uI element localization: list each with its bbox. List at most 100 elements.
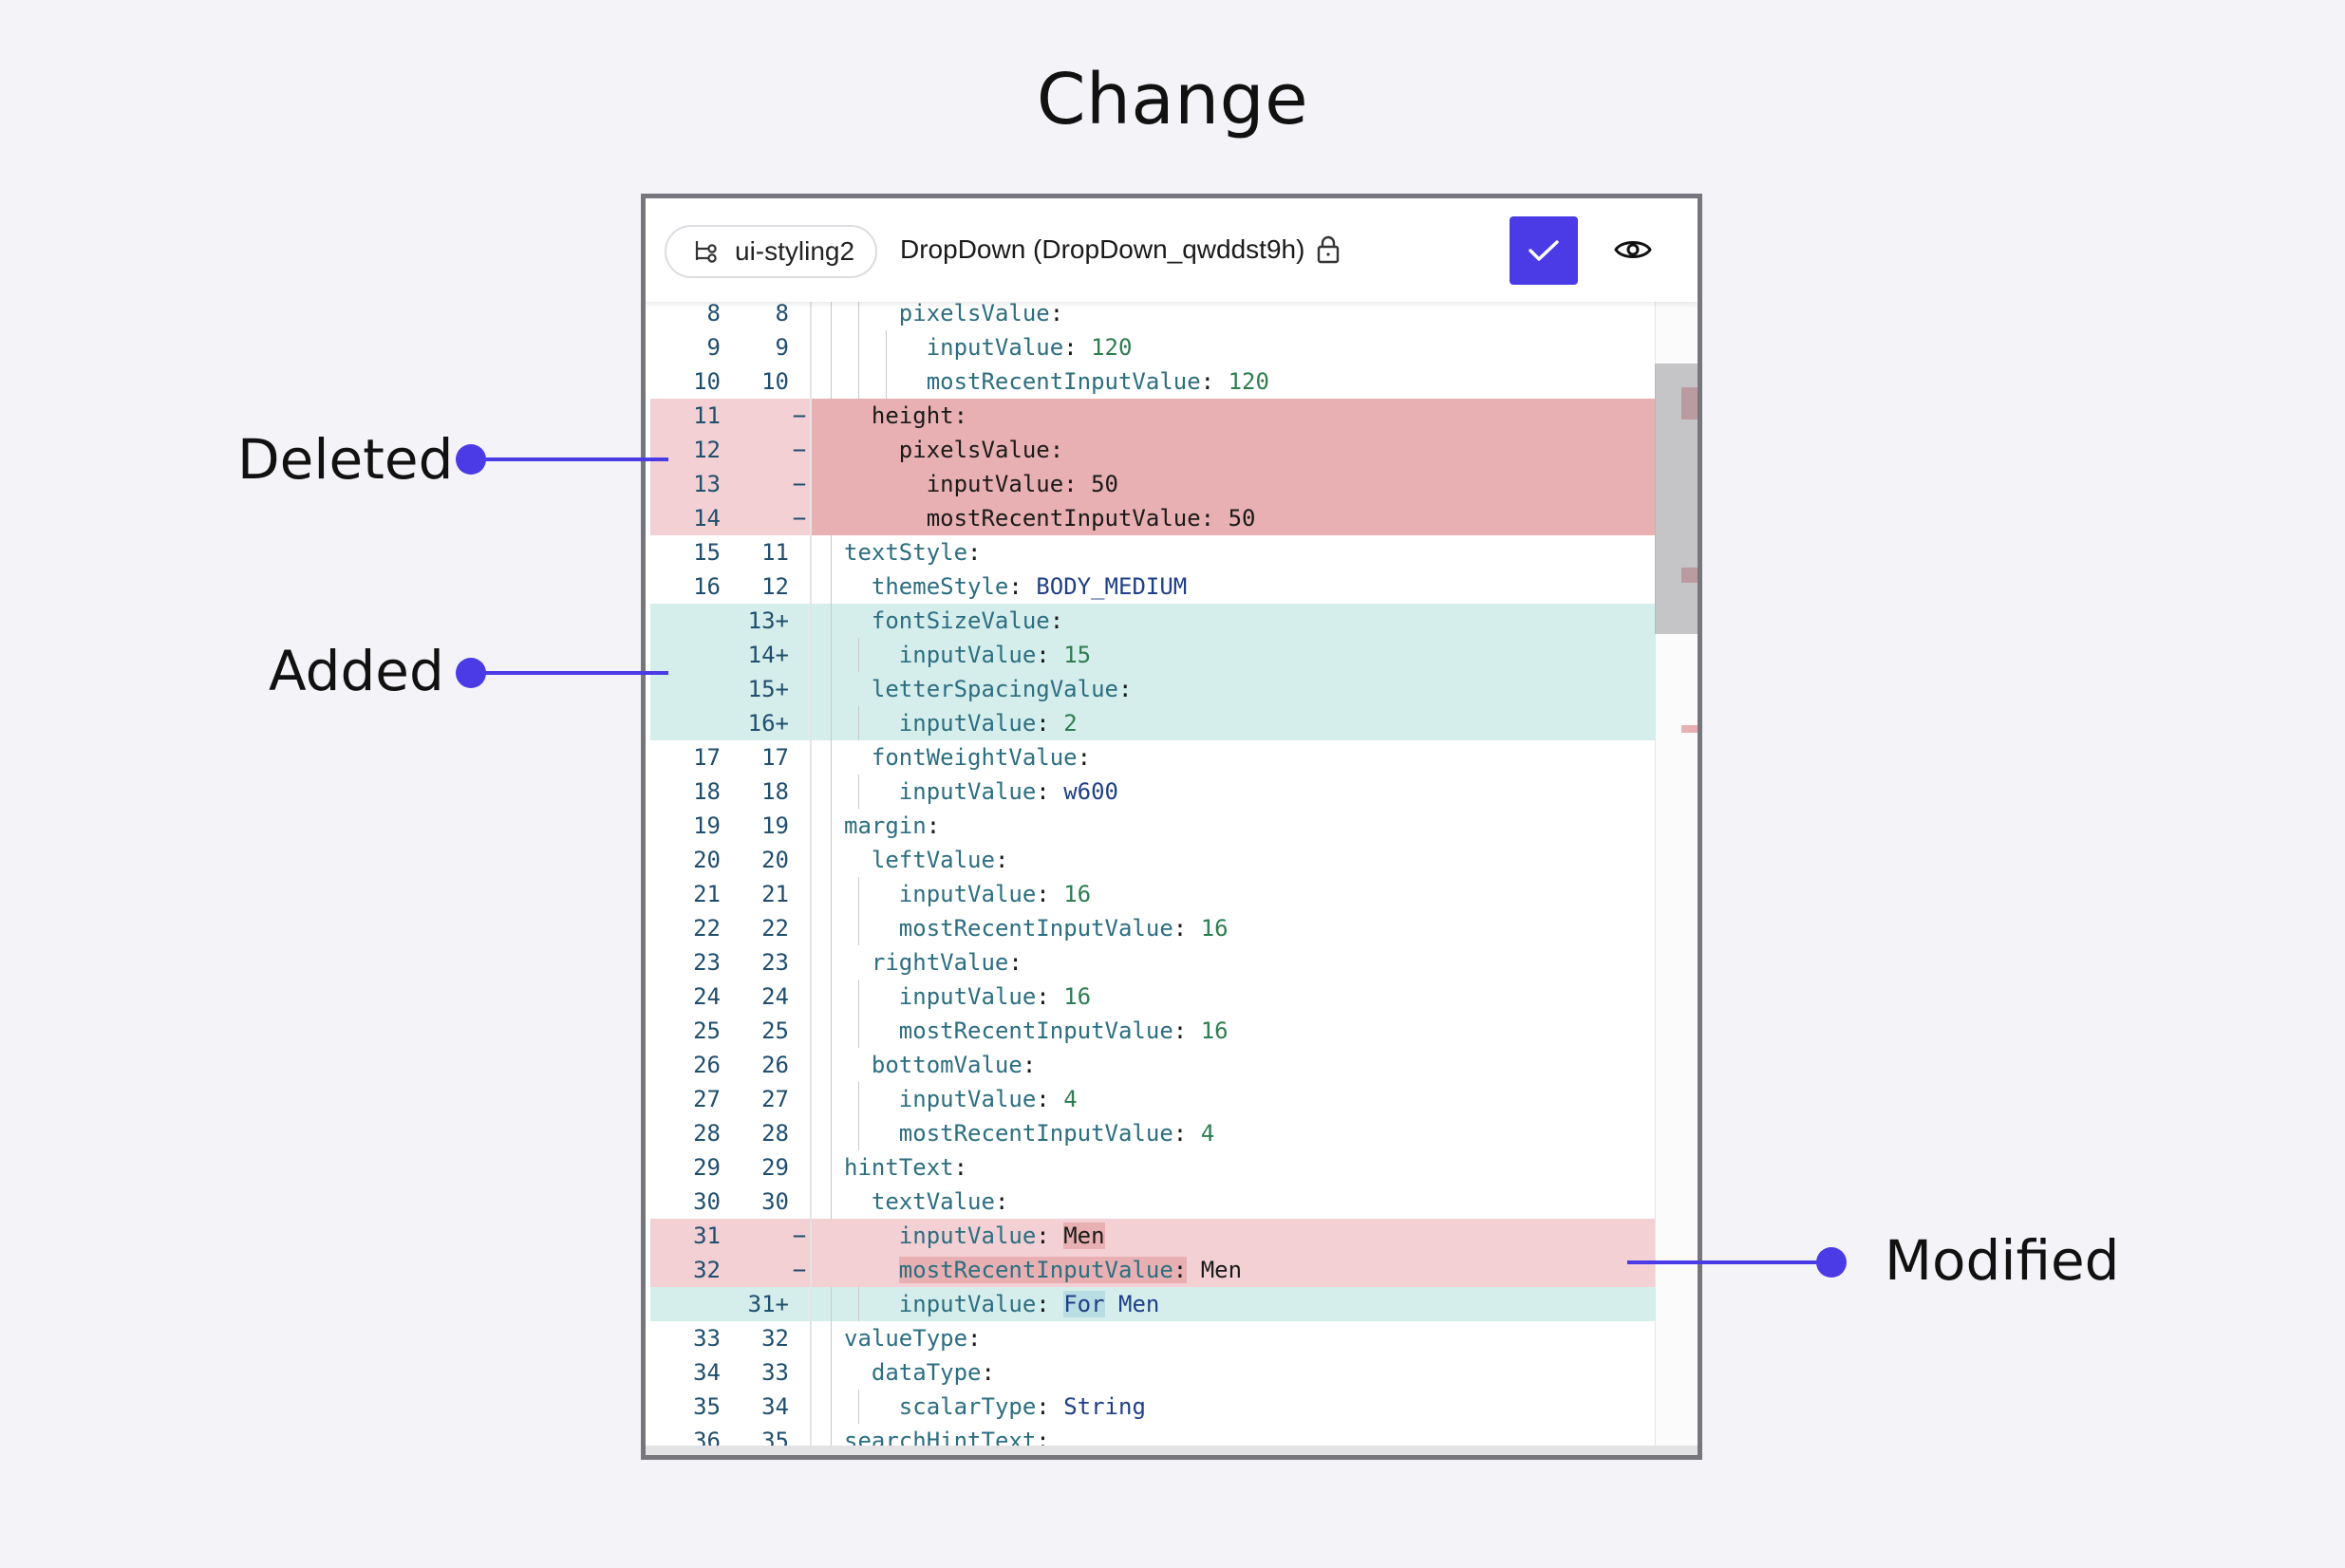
indent-guide bbox=[857, 302, 859, 330]
old-line-number: 19 bbox=[693, 812, 721, 839]
indent-guide bbox=[857, 1390, 859, 1424]
old-line-number: 35 bbox=[693, 1393, 721, 1420]
diff-line[interactable]: 11−height: bbox=[650, 399, 1655, 433]
yaml-colon: : bbox=[1117, 676, 1133, 702]
branch-icon bbox=[695, 241, 717, 263]
diff-line[interactable]: 13+fontSizeValue: bbox=[650, 604, 1655, 638]
diff-line[interactable]: 31+ inputValue: For Men bbox=[650, 1287, 1655, 1321]
diff-line[interactable]: 14+inputValue: 15 bbox=[650, 638, 1655, 672]
horizontal-scrollbar[interactable] bbox=[646, 1446, 1698, 1455]
diff-line[interactable]: 12−pixelsValue: bbox=[650, 433, 1655, 467]
gutter-separator bbox=[810, 604, 812, 638]
yaml-key: inputValue bbox=[898, 642, 1037, 668]
yaml-colon: : bbox=[1063, 334, 1078, 361]
indent-guide bbox=[831, 302, 832, 330]
line-content: margin: bbox=[812, 809, 1655, 843]
diff-line[interactable]: 14−mostRecentInputValue: 50 bbox=[650, 501, 1655, 535]
line-content: mostRecentInputValue: 50 bbox=[812, 501, 1655, 535]
yaml-value: 16 bbox=[1063, 881, 1092, 907]
minimap-scroll-thumb[interactable] bbox=[1655, 364, 1698, 634]
yaml-key: mostRecentInputValue bbox=[898, 1017, 1173, 1044]
old-line-number: 23 bbox=[693, 949, 721, 976]
indent-guide bbox=[857, 638, 859, 672]
diff-line[interactable]: 16+inputValue: 2 bbox=[650, 706, 1655, 740]
yaml-key: bottomValue bbox=[871, 1052, 1022, 1078]
yaml-colon: : bbox=[1036, 1086, 1050, 1112]
new-line-number: 22 bbox=[761, 915, 789, 942]
old-line-number: 27 bbox=[693, 1086, 721, 1112]
diff-line[interactable]: 31−inputValue: Men bbox=[650, 1219, 1655, 1253]
line-text: mostRecentInputValue: 16 bbox=[899, 1014, 1229, 1048]
gutter-separator bbox=[810, 535, 812, 569]
diff-line[interactable]: 15+letterSpacingValue: bbox=[650, 672, 1655, 706]
line-text: valueType: bbox=[844, 1321, 982, 1355]
line-content: inputValue: 120 bbox=[812, 330, 1655, 364]
preview-button[interactable] bbox=[1604, 221, 1661, 278]
yaml-key: dataType bbox=[871, 1359, 982, 1386]
line-content: textStyle: bbox=[812, 535, 1655, 569]
indent-guide bbox=[831, 364, 832, 399]
confirm-button[interactable] bbox=[1510, 216, 1578, 285]
gutter-separator bbox=[810, 775, 812, 809]
yaml-key: hintText bbox=[844, 1154, 954, 1181]
indent-guide bbox=[831, 706, 832, 740]
yaml-key: inputValue bbox=[898, 1086, 1037, 1112]
new-line-number: 20 bbox=[761, 847, 789, 873]
old-line-number: 9 bbox=[706, 334, 721, 361]
gutter-separator bbox=[810, 945, 812, 980]
diff-line[interactable]: 8 8 pixelsValue: bbox=[650, 302, 1655, 330]
gutter-separator bbox=[810, 1150, 812, 1185]
yaml-key: pixelsValue bbox=[898, 302, 1050, 327]
indent-guide bbox=[831, 911, 832, 945]
change-marker: − bbox=[792, 1257, 807, 1283]
line-text: pixelsValue: bbox=[899, 302, 1063, 330]
diff-line[interactable]: 32−mostRecentInputValue: Men bbox=[650, 1253, 1655, 1287]
old-line-number: 20 bbox=[693, 847, 721, 873]
change-marker: − bbox=[792, 437, 807, 463]
diff-line[interactable]: 13−inputValue: 50 bbox=[650, 467, 1655, 501]
new-line-number: 31+ bbox=[747, 1291, 789, 1317]
new-line-number: 28 bbox=[761, 1120, 789, 1147]
yaml-key: inputValue bbox=[898, 881, 1037, 907]
new-line-number: 12 bbox=[761, 573, 789, 600]
yaml-key: textValue bbox=[871, 1188, 995, 1215]
old-line-number: 28 bbox=[693, 1120, 721, 1147]
indent-guide bbox=[857, 1014, 859, 1048]
new-line-number: 8 bbox=[775, 302, 789, 327]
new-line-number: 14+ bbox=[747, 642, 789, 668]
new-line-number: 23 bbox=[761, 949, 789, 976]
branch-selector[interactable]: ui-styling2 bbox=[665, 225, 877, 278]
line-text: inputValue: For Men bbox=[898, 1287, 1159, 1321]
yaml-value: 16 bbox=[1063, 983, 1092, 1010]
new-line-number: 10 bbox=[761, 368, 789, 395]
yaml-key: inputValue bbox=[898, 1291, 1037, 1317]
yaml-key: valueType bbox=[844, 1325, 968, 1352]
indent-guide bbox=[857, 911, 859, 945]
old-line-number: 8 bbox=[706, 302, 721, 327]
diff-minimap[interactable] bbox=[1655, 302, 1698, 1455]
line-content: fontSizeValue: bbox=[812, 604, 1655, 638]
indent-guide bbox=[831, 330, 832, 364]
